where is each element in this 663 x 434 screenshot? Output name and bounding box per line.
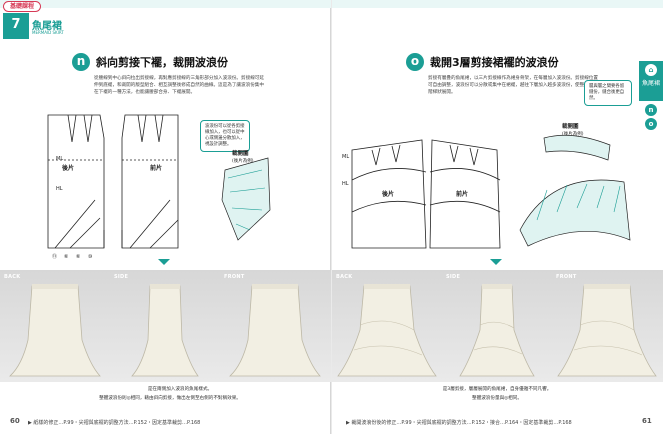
- pattern-diagram-o: 後片 前片 ML HL 裁開圖 (後片為例): [342, 122, 631, 249]
- photo-tag-side-o: SIDE: [446, 274, 461, 280]
- pattern-sub-o: (後片為例): [562, 130, 584, 137]
- mark-1: ⑪: [52, 253, 57, 260]
- section-body-n: 從腰線到中心斜向拉出剪接線，再對應剪接線的三角形部分加入波浪份。剪接線可延伸到底…: [94, 76, 264, 95]
- chapter-title: 魚尾裙: [32, 21, 62, 32]
- book-spine: [330, 0, 332, 434]
- hl-label-n: HL: [56, 186, 63, 192]
- photo-band-o: BACK SIDE FRONT: [332, 270, 663, 382]
- photo-band-n: BACK SIDE FRONT: [0, 270, 331, 382]
- section-body-o: 剪接有層疊的魚尾裙，以三片剪接線作為裙身骨架，在每層加入波浪份。剪接線位置可自由…: [428, 76, 598, 95]
- category-label: 基礎課程: [3, 1, 42, 12]
- section-letter-n: n: [72, 53, 90, 71]
- photo-side-o: SIDE: [442, 270, 553, 382]
- skirt-side-n: [131, 284, 199, 377]
- footer-right: ▶ 裁開波浪份後的修正…P.99・尖褶與底襬的調整方法…P.152・接合…P.1…: [346, 420, 572, 426]
- section-heading-n: n 斜向剪接下襬，裁開波浪份: [72, 53, 228, 71]
- left-page: 基礎課程 7 魚尾裙 MERMAID SKIRT n 斜向剪接下襬，裁開波浪份 …: [0, 0, 331, 434]
- ml-label-o: ML: [342, 154, 349, 160]
- photo-front-o: FRONT: [552, 270, 663, 382]
- page-number-right: 61: [642, 417, 652, 425]
- note-box-o: 層與層之間要各留縫份，縫合後更自然。: [584, 80, 632, 106]
- caption-o: 是3層剪接，層層展開的魚尾裙，自身優雅不同凡響。: [442, 387, 552, 392]
- section-title-n: 斜向剪接下襬，裁開波浪份: [96, 56, 228, 69]
- chapter-number-box: 7: [3, 13, 29, 39]
- photo-tag-side-n: SIDE: [114, 274, 129, 280]
- right-page: ⌂ 魚尾裙 n o o 裁開3層剪接裙襬的波浪份 剪接有層疊的魚尾裙，以三片剪接…: [332, 0, 663, 434]
- pattern-label-n: 裁開圖: [232, 149, 249, 157]
- pattern-sub-n: (後片為例): [232, 157, 254, 164]
- section-letter-o: o: [406, 53, 424, 71]
- arrow-down-o: [490, 259, 502, 265]
- skirt-back-n: [8, 284, 101, 377]
- pattern-label-o: 裁開圖: [562, 122, 579, 130]
- mark-3: ⑥: [76, 254, 81, 260]
- back-label-n: 後片: [62, 164, 74, 172]
- hl-label-o: HL: [342, 181, 349, 187]
- skirt-icon: ⌂: [645, 64, 657, 76]
- note-box-n: 波浪份可以從各剪接線加入，也可以從中心或側邊分散加入，視設計調整。: [200, 120, 250, 152]
- caption2-n: 整體波浪份則◎相同，藉由斜向剪接，做出左側至右側的不對稱效果。: [99, 396, 241, 401]
- skirt-back-o: [337, 284, 437, 377]
- photo-tag-back-o: BACK: [336, 274, 353, 280]
- caption-n: 是在兩側加入波浪的魚尾樣式。: [147, 387, 213, 392]
- ml-label-n: ML: [56, 156, 63, 162]
- section-heading-o: o 裁開3層剪接裙襬的波浪份: [406, 53, 559, 71]
- page-number-left: 60: [10, 417, 20, 425]
- top-band: [0, 0, 331, 8]
- arrow-down-n: [158, 259, 170, 265]
- front-label-n: 前片: [150, 164, 162, 172]
- footer-left: ▶ 紙樣的修正…P.99・尖褶與底襬的調整方法…P.152・因定基準裁剪…P.1…: [28, 420, 201, 426]
- photo-tag-front-n: FRONT: [224, 274, 245, 280]
- top-band-right: [332, 0, 663, 8]
- front-label-o: 前片: [456, 190, 468, 198]
- skirt-front-o: [557, 284, 657, 377]
- mark-4: ⑩: [88, 254, 93, 260]
- mark-2: ⑥: [64, 254, 69, 260]
- photo-back-n: BACK: [0, 270, 111, 382]
- caption2-o: 整體波浪份量與◎相同。: [472, 396, 522, 401]
- photo-side-n: SIDE: [110, 270, 221, 382]
- section-title-o: 裁開3層剪接裙襬的波浪份: [430, 56, 559, 69]
- photo-back-o: BACK: [332, 270, 443, 382]
- side-tab[interactable]: ⌂ 魚尾裙: [639, 61, 663, 101]
- skirt-side-o: [459, 284, 535, 377]
- chapter-subtitle: MERMAID SKIRT: [32, 30, 64, 35]
- side-tab-label: 魚尾裙: [641, 80, 660, 87]
- skirt-front-n: [228, 284, 321, 377]
- pattern-diagram-n: ML HL 後片 前片 ⑪ ⑥ ⑥ ⑩ 裁開圖 (後片為例): [47, 114, 271, 260]
- photo-front-n: FRONT: [220, 270, 331, 382]
- back-label-o: 後片: [382, 190, 394, 198]
- photo-tag-back-n: BACK: [4, 274, 21, 280]
- side-tab-letter-n[interactable]: n: [645, 104, 657, 116]
- side-tab-letter-o[interactable]: o: [645, 118, 657, 130]
- chapter-number: 7: [11, 17, 21, 32]
- photo-tag-front-o: FRONT: [556, 274, 577, 280]
